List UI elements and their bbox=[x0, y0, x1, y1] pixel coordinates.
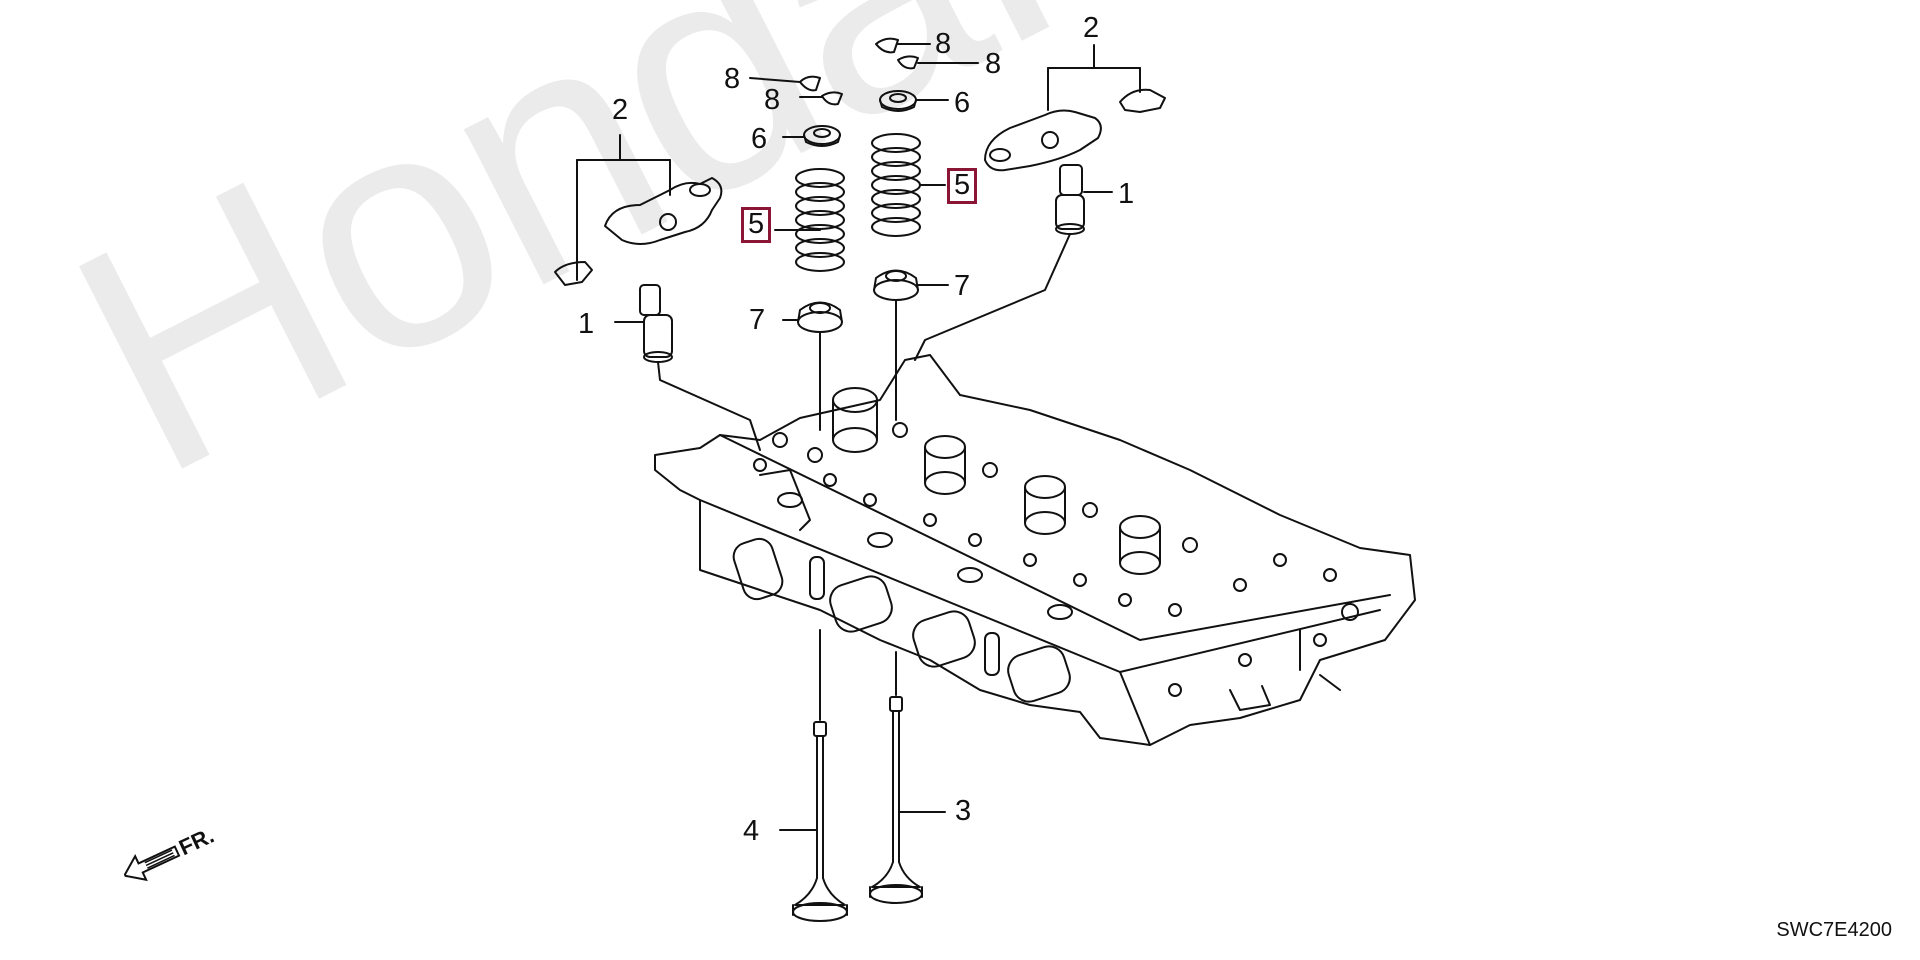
callout-6-right[interactable]: 6 bbox=[954, 87, 971, 119]
callout-6-left[interactable]: 6 bbox=[751, 123, 768, 155]
valve-spring-left bbox=[795, 168, 845, 272]
valve-stem-seal-right bbox=[873, 269, 919, 421]
cylinder-head bbox=[654, 354, 1416, 746]
callout-1-right[interactable]: 1 bbox=[1118, 178, 1135, 210]
rocker-arm-left bbox=[554, 134, 723, 286]
callout-2-left[interactable]: 2 bbox=[612, 94, 629, 126]
callout-8-d[interactable]: 8 bbox=[985, 48, 1002, 80]
valve-cotters-left bbox=[749, 75, 843, 106]
rocker-arm-right bbox=[984, 44, 1166, 172]
diagram-code: SWC7E4200 bbox=[1776, 919, 1892, 941]
callout-4[interactable]: 4 bbox=[743, 815, 760, 847]
callout-5-left[interactable]: 5 bbox=[741, 207, 772, 243]
front-arrow-icon bbox=[122, 845, 181, 882]
callout-2-right[interactable]: 2 bbox=[1083, 12, 1100, 44]
leader-lines bbox=[774, 99, 949, 831]
callout-1-left[interactable]: 1 bbox=[578, 308, 595, 340]
spring-retainer-left bbox=[803, 125, 841, 147]
valve-stem-seal-left bbox=[797, 301, 843, 431]
callout-5-right[interactable]: 5 bbox=[947, 168, 978, 204]
callout-8-c[interactable]: 8 bbox=[935, 28, 952, 60]
callout-7-right[interactable]: 7 bbox=[954, 270, 971, 302]
callout-8-a[interactable]: 8 bbox=[724, 63, 741, 95]
exhaust-valve bbox=[869, 651, 923, 904]
front-direction-indicator: FR. bbox=[118, 823, 218, 894]
callout-8-b[interactable]: 8 bbox=[764, 84, 781, 116]
lash-adjuster-left bbox=[614, 284, 761, 451]
spring-retainer-right bbox=[879, 90, 917, 112]
valve-cotters-right bbox=[875, 37, 979, 70]
lash-adjuster-right bbox=[914, 164, 1113, 361]
callout-3[interactable]: 3 bbox=[955, 795, 972, 827]
intake-valve bbox=[792, 629, 848, 922]
callout-7-left[interactable]: 7 bbox=[749, 304, 766, 336]
valve-spring-right bbox=[871, 133, 921, 237]
